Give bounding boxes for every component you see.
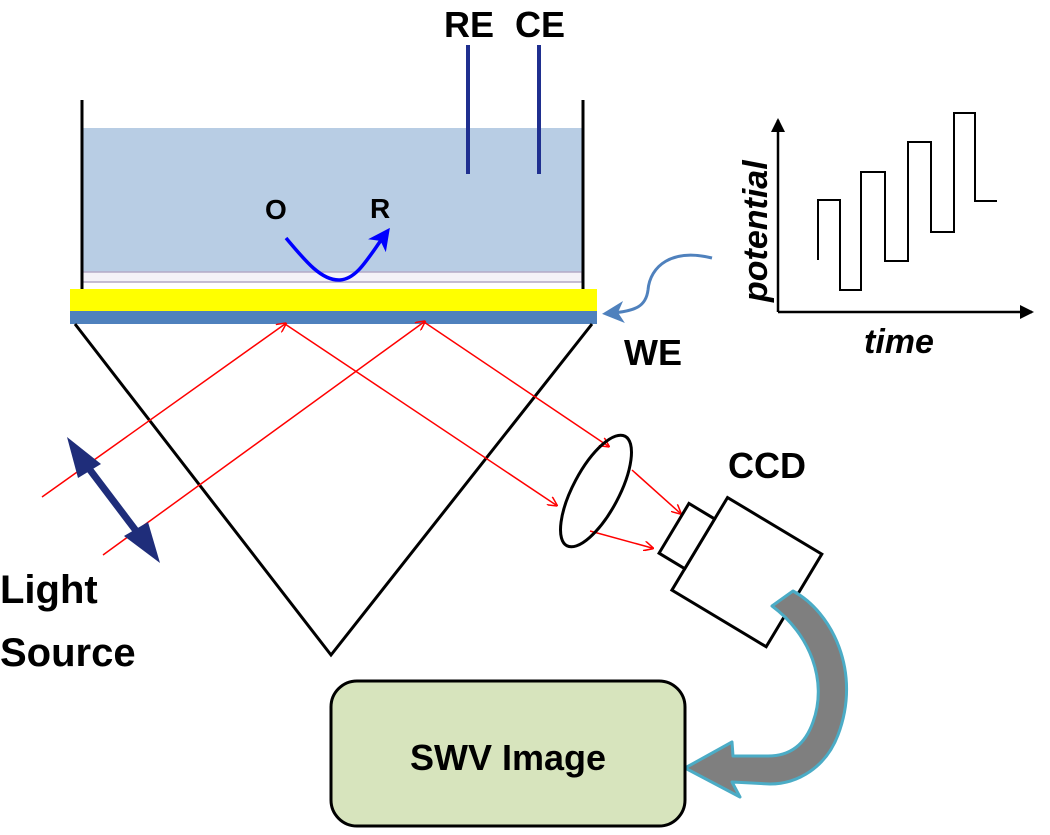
waveform-input-arrow: [602, 253, 713, 323]
reduced-species-label: R: [370, 193, 390, 224]
square-wave-trace: [817, 112, 997, 291]
lens: [559, 433, 633, 549]
polarizer-double-arrow: [67, 437, 160, 563]
light-beams: [41, 321, 680, 556]
working-electrode: [70, 289, 597, 324]
swv-image-box: [329, 679, 687, 828]
light-source-label-line2: Source: [0, 631, 136, 675]
focused-beam-2: [589, 530, 652, 548]
transfer-arrow: [683, 589, 848, 799]
reflected-beam-1: [284, 323, 556, 505]
gold-film: [70, 289, 597, 311]
camera-lens-mount: [657, 501, 717, 571]
electrolyte-solution: [82, 128, 582, 273]
redox-reaction-arrow: [284, 227, 390, 282]
light-source-label-line1: Light: [0, 568, 98, 612]
incident-beam-2: [102, 322, 424, 556]
oxidized-species-label: O: [265, 194, 287, 225]
ccd-label: CCD: [728, 445, 806, 486]
swv-image-label: SWV Image: [410, 737, 606, 778]
re-label: RE: [444, 4, 494, 45]
reflected-beam-2: [423, 321, 608, 446]
electrochemical-cell: [80, 45, 585, 290]
waveform-xlabel: time: [864, 323, 934, 361]
we-label: WE: [624, 332, 682, 373]
focused-beam-1: [631, 469, 680, 513]
prism: [73, 323, 594, 658]
waveform-ylabel: potential: [737, 159, 775, 303]
ce-label: CE: [515, 4, 565, 45]
glass-substrate: [70, 311, 597, 324]
waveform-plot: [602, 112, 1034, 323]
swv-image-frame: [329, 679, 687, 828]
